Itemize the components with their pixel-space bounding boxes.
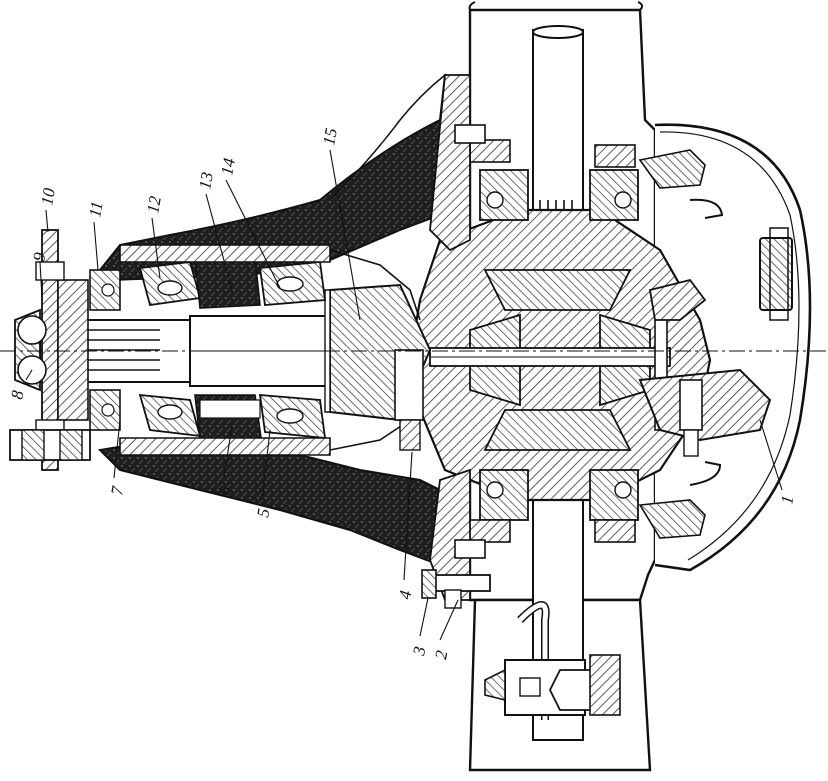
callout-7: 7 xyxy=(107,484,127,497)
leader-6 xyxy=(223,424,233,479)
leader-5 xyxy=(261,429,271,501)
leader-14 xyxy=(225,179,281,289)
pinion-nut xyxy=(14,308,47,392)
pinion-bearings xyxy=(138,261,327,440)
differential-case xyxy=(408,208,712,502)
callout-9: 9 xyxy=(29,251,49,263)
spacer-sleeve xyxy=(194,257,263,446)
leader-12 xyxy=(151,217,161,279)
callout-14: 14 xyxy=(217,156,239,177)
callout-5: 5 xyxy=(253,507,273,519)
ring-gear xyxy=(638,278,772,457)
callout-labels: 1 2 3 4 5 6 7 8 9 10 11 12 13 14 15 xyxy=(7,127,797,661)
housing-flange xyxy=(429,74,486,601)
leader-13 xyxy=(205,193,233,291)
oil-seal xyxy=(89,269,121,431)
callout-1: 1 xyxy=(777,494,797,506)
drive-pinion-gear xyxy=(324,283,432,451)
callout-leaders xyxy=(25,149,783,641)
callout-4: 4 xyxy=(395,589,415,601)
breather-fitting xyxy=(484,601,621,720)
carrier-bearings xyxy=(479,169,639,521)
leader-11 xyxy=(93,221,99,271)
housing-bolt xyxy=(421,569,491,609)
callout-10: 10 xyxy=(37,186,59,207)
leader-4 xyxy=(403,451,413,581)
callout-3: 3 xyxy=(409,645,429,658)
rear-cover xyxy=(654,123,812,572)
callout-2: 2 xyxy=(431,649,451,661)
leader-8 xyxy=(25,369,33,381)
leader-7 xyxy=(113,419,121,479)
callout-6: 6 xyxy=(215,485,235,497)
leader-2 xyxy=(439,599,459,641)
leader-10 xyxy=(45,209,49,233)
drive-flange xyxy=(35,229,89,471)
callout-8: 8 xyxy=(7,389,27,401)
bearing-cage xyxy=(119,244,331,456)
leader-1 xyxy=(759,419,783,491)
callout-15: 15 xyxy=(319,127,341,147)
filler-plug xyxy=(759,227,793,321)
adjusting-nuts xyxy=(464,139,724,543)
flange-bolt xyxy=(9,429,91,461)
leader-9 xyxy=(39,261,43,299)
callout-12: 12 xyxy=(143,194,165,215)
leader-15 xyxy=(329,149,361,321)
callout-13: 13 xyxy=(195,171,217,191)
leader-3 xyxy=(419,597,429,637)
callout-11: 11 xyxy=(85,200,106,219)
